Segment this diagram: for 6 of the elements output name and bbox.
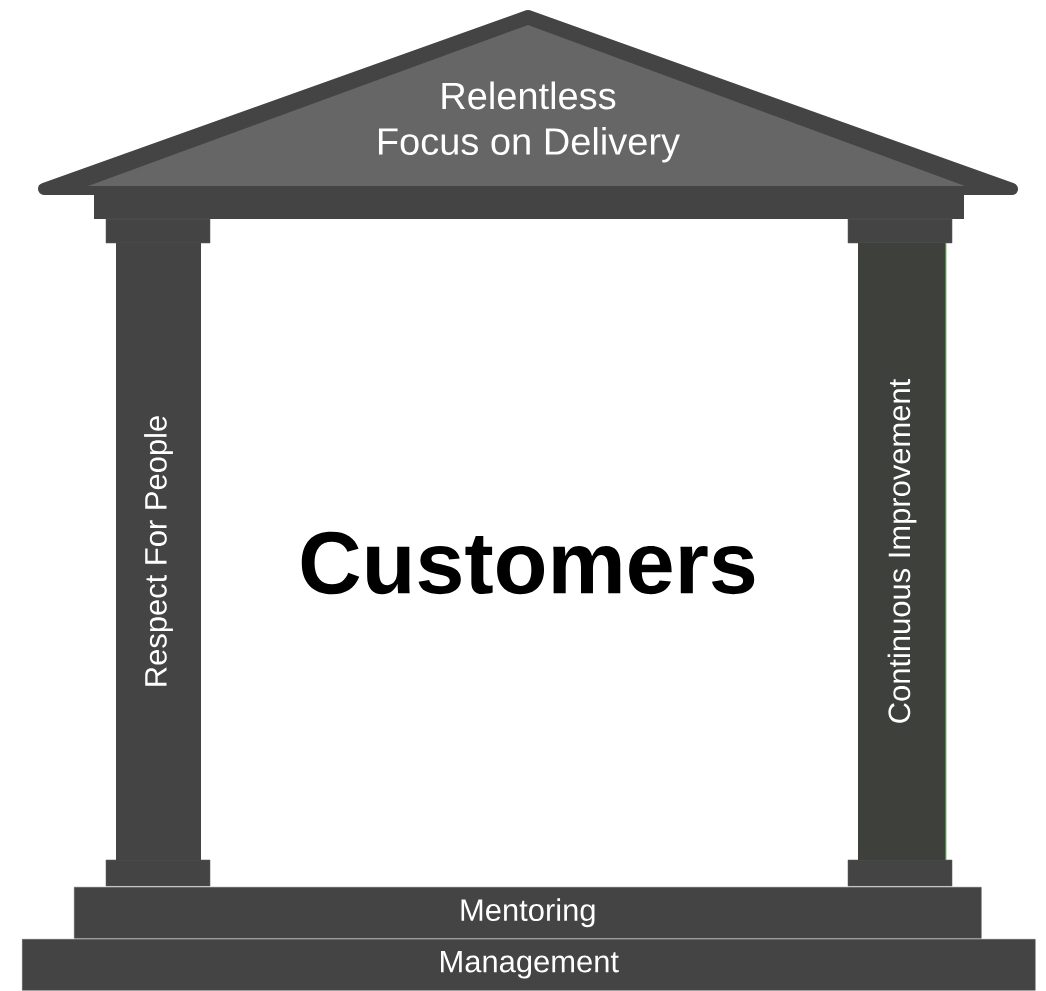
pillar: Respect For People xyxy=(105,218,211,887)
center-label: Customers xyxy=(301,531,755,595)
foundation-step: Management xyxy=(22,939,1036,991)
node-label: Respect For People xyxy=(144,416,173,686)
roof-pediment: Relentless Focus on Delivery xyxy=(38,10,1018,219)
pillar: Continuous Improvement xyxy=(847,218,953,887)
